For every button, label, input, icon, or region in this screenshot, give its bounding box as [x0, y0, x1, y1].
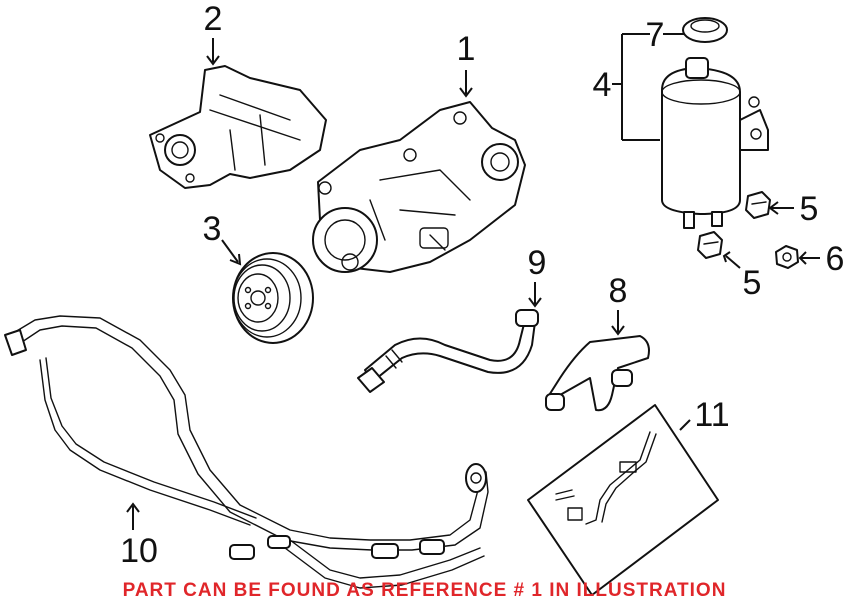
reference-notice: PART CAN BE FOUND AS REFERENCE # 1 IN IL… [122, 580, 727, 601]
callout-11: 11 [694, 396, 729, 434]
power-steering-pump-icon [312, 101, 526, 273]
callout-3: 3 [203, 210, 222, 248]
reservoir-icon [661, 57, 769, 229]
callout-10: 10 [120, 532, 158, 570]
suction-hose-icon [357, 309, 539, 393]
callout-6: 6 [826, 240, 845, 278]
callout-9: 9 [528, 244, 547, 282]
callout-8: 8 [609, 272, 628, 310]
callout-2: 2 [204, 0, 223, 38]
callout-5-top: 5 [800, 190, 819, 228]
leader-lines [126, 33, 820, 530]
callout-4: 4 [593, 66, 612, 104]
callout-5-bottom: 5 [743, 264, 762, 302]
callout-1: 1 [457, 30, 476, 68]
nut-icon [775, 245, 799, 269]
reservoir-cap-icon [682, 17, 728, 43]
mounting-bracket-icon [149, 65, 327, 189]
pressure-line-icon [4, 315, 489, 589]
pulley-icon [232, 252, 314, 344]
hose-clamp-icon [697, 191, 771, 259]
return-hose-icon [545, 335, 650, 412]
callout-7: 7 [646, 16, 665, 54]
hose-kit-icon [527, 404, 719, 596]
